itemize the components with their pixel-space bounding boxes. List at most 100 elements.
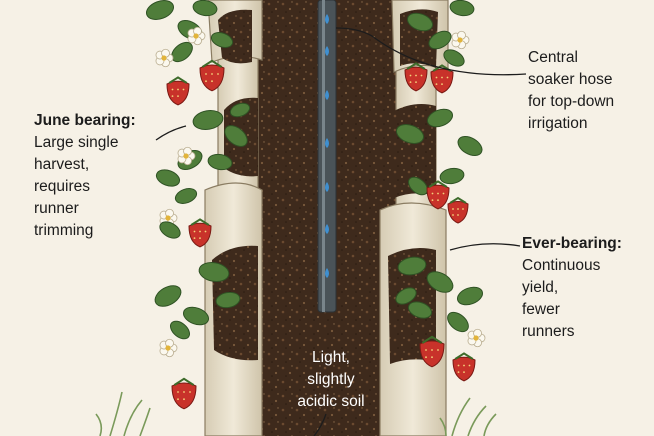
strawberry: [171, 382, 197, 410]
ever-line-4: runners: [522, 323, 575, 340]
seed: [177, 391, 179, 393]
june-line-4: runner: [34, 200, 79, 217]
seed: [409, 81, 412, 83]
leaf: [456, 286, 484, 306]
leaf: [224, 125, 248, 147]
leaf: [395, 287, 417, 305]
seed: [199, 230, 201, 233]
june-line-5: trimming: [34, 222, 94, 239]
leaf: [407, 301, 433, 319]
seed: [457, 364, 460, 367]
seed: [183, 391, 185, 393]
soil-leader: [313, 413, 327, 436]
strawberry: [166, 80, 190, 106]
flower-center: [183, 153, 189, 159]
leaf: [439, 167, 465, 185]
leaf: [449, 0, 475, 17]
flower-center: [473, 335, 479, 341]
hose-line-1: Central: [528, 49, 578, 66]
seed: [177, 88, 179, 91]
water-drops: [325, 14, 329, 278]
seed: [446, 76, 449, 79]
seed: [205, 80, 207, 83]
flower-center: [161, 55, 167, 61]
strawberry-cap: [449, 196, 467, 204]
strawberry: [419, 340, 445, 368]
june-line-3: requires: [34, 178, 90, 195]
leaf: [154, 285, 182, 307]
strawberry-cap: [428, 180, 448, 188]
leaf: [182, 306, 210, 326]
strawberry-cap: [173, 377, 195, 386]
leaf: [198, 261, 230, 283]
june-leader: [155, 125, 187, 141]
ever-line-1: Continuous: [522, 257, 601, 274]
june-line-1: Large single: [34, 134, 119, 151]
strawberry: [188, 222, 212, 248]
hose-line-2: soaker hose: [528, 71, 613, 88]
leaf: [174, 188, 198, 204]
seed: [193, 237, 196, 240]
leaf: [447, 311, 469, 333]
water-drop: [325, 138, 329, 148]
seed: [183, 398, 185, 401]
seed: [442, 192, 445, 195]
water-drop: [325, 14, 329, 24]
leaf: [170, 320, 190, 340]
seed: [189, 391, 191, 393]
seed: [171, 95, 174, 97]
leaf: [457, 135, 483, 157]
strawberry: [452, 356, 476, 382]
strawberry: [430, 68, 454, 94]
soil-line-2: slightly: [307, 371, 355, 388]
seed: [457, 371, 460, 373]
leaf: [192, 0, 218, 17]
water-drop: [325, 46, 329, 56]
seed: [463, 371, 465, 373]
leader-lines: [155, 27, 527, 436]
flower-center: [457, 37, 463, 43]
seed: [441, 76, 443, 79]
soil-line-3: acidic soil: [297, 393, 365, 410]
strawberry: [199, 64, 225, 92]
seed: [211, 80, 213, 83]
seed: [437, 349, 439, 351]
seed: [199, 237, 201, 240]
seed: [182, 88, 185, 91]
soil-label: Light, slightly acidic soil: [286, 347, 376, 413]
seed: [420, 74, 423, 77]
strawberry-cap: [168, 76, 188, 84]
strawberry-cap: [406, 62, 426, 70]
flower-center: [193, 33, 199, 39]
leaf: [210, 32, 234, 48]
strawberry: [404, 66, 428, 92]
seed: [452, 214, 454, 216]
ever-bearing-title: Ever-bearing:: [522, 235, 622, 252]
strawberry-cap: [421, 335, 443, 344]
water-drop: [325, 90, 329, 100]
leaf: [426, 271, 454, 293]
seed: [415, 74, 417, 77]
seed: [415, 81, 417, 83]
seed: [211, 73, 213, 75]
leaf: [406, 12, 434, 32]
water-drop: [325, 268, 329, 278]
grass: [95, 391, 497, 436]
seed: [431, 356, 433, 359]
seed: [437, 192, 439, 195]
seed: [457, 214, 459, 216]
seed: [425, 356, 427, 359]
seed: [431, 349, 433, 351]
leaf: [397, 256, 427, 276]
leaf: [192, 109, 224, 131]
ever-line-3: fewer: [522, 301, 560, 318]
june-bearing-title: June bearing:: [34, 112, 136, 129]
seed: [457, 208, 459, 210]
seed: [468, 364, 471, 367]
ever-bearing-label: Ever-bearing: Continuous yield, fewer ru…: [522, 233, 652, 343]
hose-line-3: for top-down: [528, 93, 615, 110]
leaf: [159, 221, 181, 239]
seed: [171, 88, 174, 91]
seed: [435, 76, 438, 79]
